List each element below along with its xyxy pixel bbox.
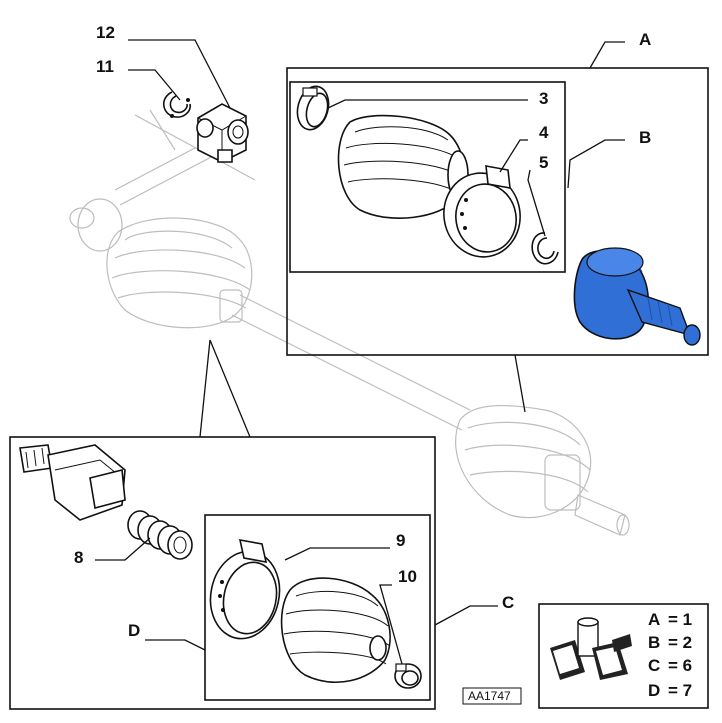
legend-eq-B: = 2 — [668, 633, 692, 652]
leader-lines — [95, 39, 625, 665]
legend-key-A: A — [648, 610, 660, 629]
legend-box: A = 1 B = 2 C = 6 D = 7 — [538, 603, 709, 709]
callout-A: A — [639, 30, 651, 49]
boot-part-A — [337, 114, 469, 219]
frame-group-C — [204, 514, 431, 701]
frame-group-D — [9, 436, 436, 710]
tripod-housing-part-D — [19, 444, 126, 521]
callout-5: 5 — [539, 153, 548, 172]
callout-labels: 12 11 3 4 5 A B 8 9 10 C D — [74, 23, 651, 640]
large-clamp-part-4 — [443, 165, 521, 258]
legend-key-D: D — [648, 681, 660, 700]
callout-9: 9 — [396, 531, 405, 550]
legend-key-B: B — [648, 633, 660, 652]
callout-C: C — [502, 593, 514, 612]
clamp-part-10 — [394, 663, 422, 689]
callout-8: 8 — [74, 548, 83, 567]
legend-eq-A: = 1 — [668, 610, 692, 629]
circlip-part-5 — [531, 232, 559, 265]
spring-part-8 — [127, 510, 193, 560]
clamp-part-9 — [209, 538, 281, 640]
legend-key-C: C — [648, 656, 660, 675]
callout-10: 10 — [398, 567, 417, 586]
reference-code-box: AA1747 — [462, 687, 522, 705]
ghost-driveshaft — [69, 109, 630, 536]
callout-3: 3 — [539, 89, 548, 108]
callout-12: 12 — [96, 23, 115, 42]
frame-inner-A — [289, 81, 566, 273]
callout-4: 4 — [539, 123, 549, 142]
tripod-joint-part-12 — [196, 103, 249, 163]
callout-D: D — [128, 621, 140, 640]
legend-eq-C: = 6 — [668, 656, 692, 675]
kit-icon — [550, 617, 632, 680]
cv-joint-part-B — [573, 247, 701, 346]
legend-eq-D: = 7 — [668, 681, 692, 700]
callout-B: B — [639, 128, 651, 147]
circlip-part-11 — [162, 91, 192, 118]
callout-11: 11 — [96, 57, 114, 76]
boot-part-C — [280, 577, 391, 683]
frame-group-A — [286, 67, 709, 356]
reference-code: AA1747 — [468, 689, 511, 703]
clamp-part-3 — [296, 85, 330, 131]
